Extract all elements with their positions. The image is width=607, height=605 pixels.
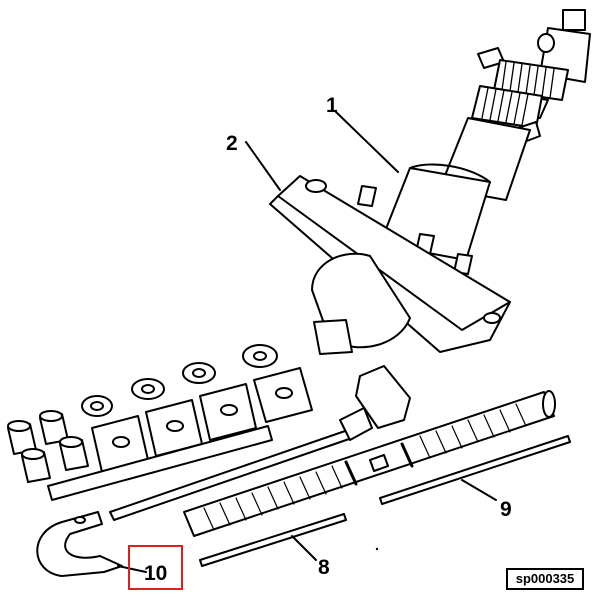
leader-lines bbox=[117, 111, 497, 573]
washer-set bbox=[81, 344, 278, 417]
callout-8: 8 bbox=[318, 556, 330, 579]
callout-1: 1 bbox=[326, 94, 338, 117]
square-plates bbox=[91, 367, 313, 473]
reference-code-box: sp000335 bbox=[506, 568, 584, 590]
thin-rod-8 bbox=[199, 513, 347, 567]
t-handle-rod bbox=[47, 365, 411, 521]
callout-10: 10 bbox=[144, 562, 167, 585]
speck-dot bbox=[375, 547, 379, 551]
spindle-assembly bbox=[357, 9, 591, 275]
mounting-flange bbox=[269, 175, 511, 355]
knurled-tube bbox=[183, 390, 556, 537]
highlight-box-10 bbox=[128, 545, 183, 590]
callout-9: 9 bbox=[500, 498, 512, 521]
callout-2: 2 bbox=[226, 132, 238, 155]
thin-rod-9 bbox=[379, 435, 571, 505]
bushing-set bbox=[7, 410, 89, 483]
hook-tool bbox=[36, 511, 123, 577]
